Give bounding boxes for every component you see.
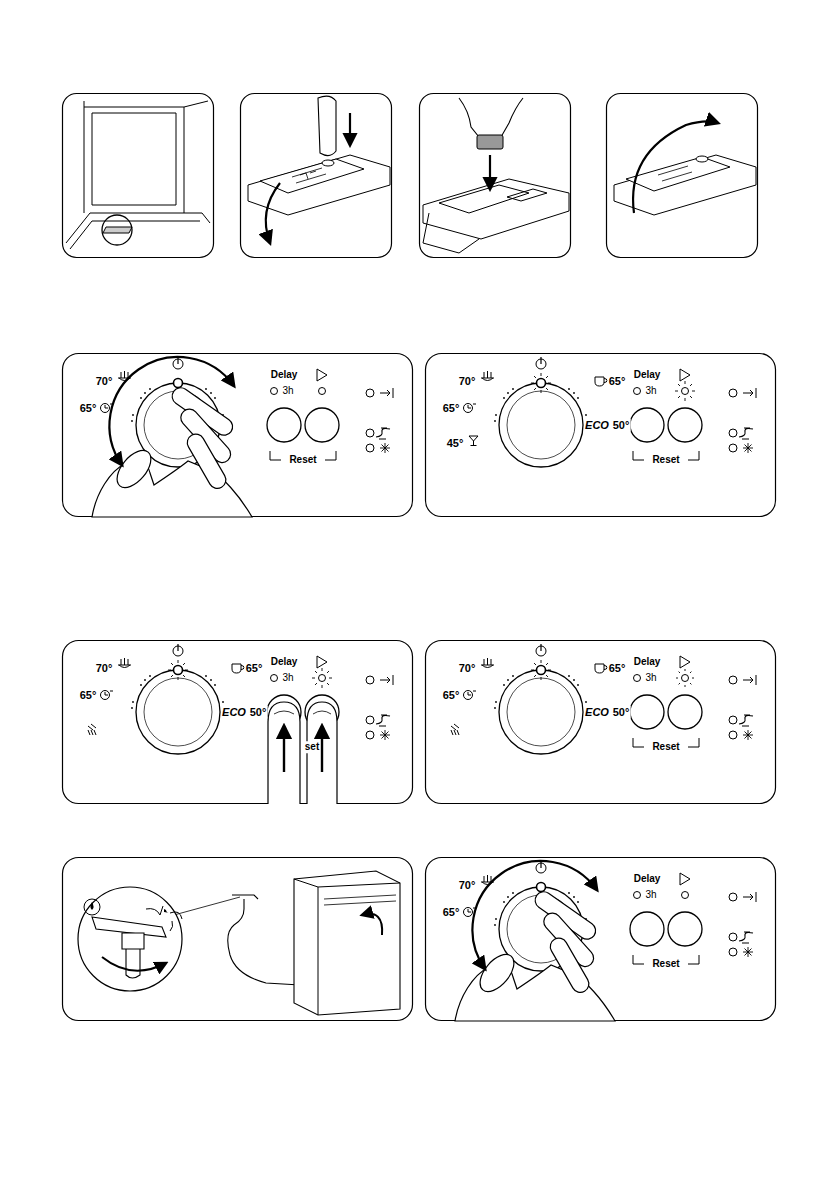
panel-label: ECO: [584, 419, 610, 432]
control-panel: [63, 641, 413, 805]
panel-label: 50°: [249, 706, 268, 719]
panel-label: Delay: [270, 656, 299, 668]
panel-label: 70°: [95, 375, 114, 388]
panel-label: 65°: [442, 689, 461, 702]
panel-label: 3h: [644, 385, 657, 397]
panel-label: 65°: [608, 662, 627, 675]
panel-label: 3h: [644, 672, 657, 684]
panel-label: 50°: [612, 706, 631, 719]
panel-label: 65°: [442, 402, 461, 415]
panel-label: 65°: [79, 402, 98, 415]
panel-label: Delay: [633, 873, 662, 885]
panel-label: Delay: [633, 369, 662, 381]
door-panel: [63, 94, 214, 258]
panel-label: ECO: [584, 706, 610, 719]
panel-label: 65°: [245, 662, 264, 675]
panel-label: 70°: [458, 879, 477, 892]
panel-label: Reset: [651, 958, 680, 970]
control-panel: [426, 354, 776, 517]
panel-label: Reset: [651, 454, 680, 466]
control-panel: [426, 858, 776, 1022]
panel-label: 50°: [612, 419, 631, 432]
panel-label: Reset: [288, 454, 317, 466]
panel-label: 3h: [644, 889, 657, 901]
panel-label: ECO: [221, 706, 247, 719]
tablet-insert: [420, 94, 571, 258]
panel-label: 70°: [458, 375, 477, 388]
panel-label: Delay: [633, 656, 662, 668]
panel-label: 45°: [446, 437, 465, 450]
dispenser-close: [607, 94, 758, 258]
panel-label: 3h: [281, 672, 294, 684]
panel-label: 65°: [608, 375, 627, 388]
panel-label: Delay: [270, 369, 299, 381]
dispenser-open: [241, 94, 392, 258]
control-panel: [426, 641, 776, 804]
panel-label: 70°: [458, 662, 477, 675]
panel-label: 65°: [79, 689, 98, 702]
panel-label: 65°: [442, 906, 461, 919]
control-panel: [63, 354, 413, 518]
panel-label: Reset: [651, 741, 680, 753]
panel-label: 3h: [281, 385, 294, 397]
panel-label: set: [304, 741, 320, 753]
water-tap-panel: [63, 858, 413, 1021]
panel-label: 70°: [95, 662, 114, 675]
